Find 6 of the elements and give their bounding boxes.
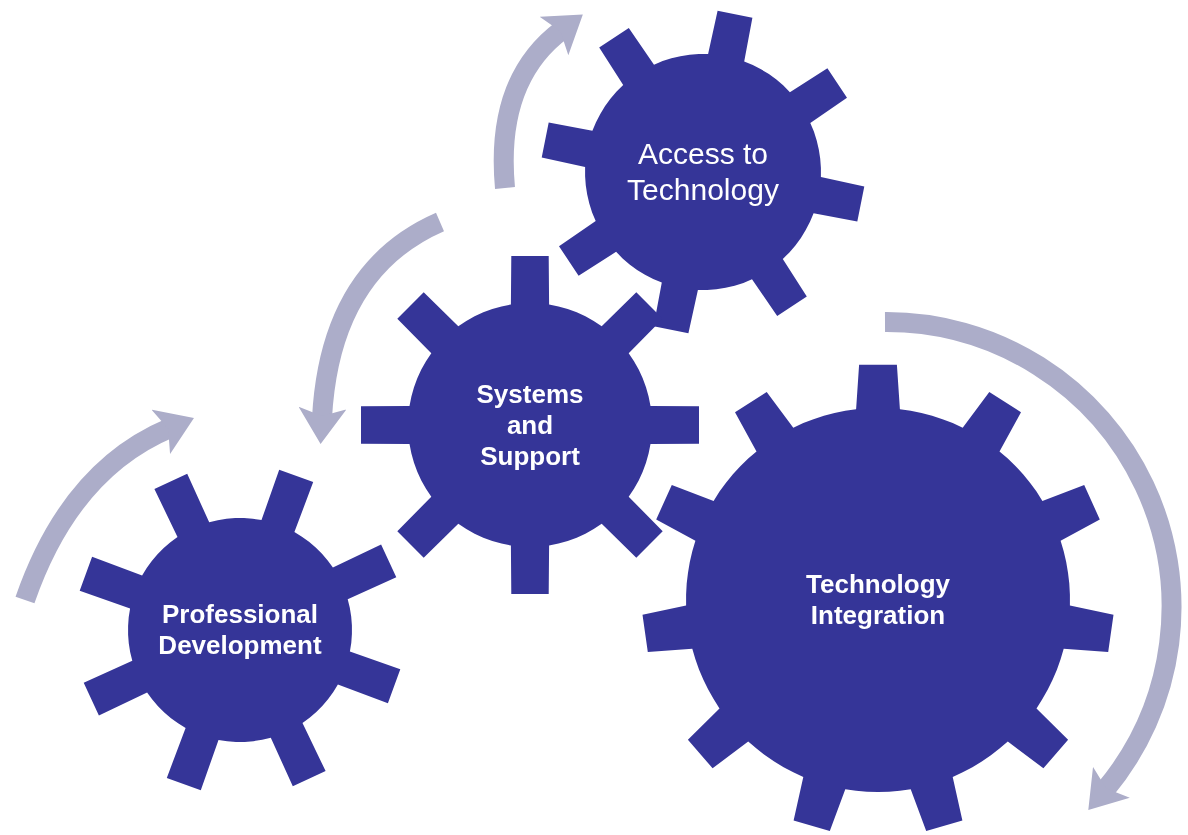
gear-label: Access to Technology <box>626 136 780 208</box>
gear-shape <box>360 255 700 595</box>
gear-label: Technology Integration <box>805 569 951 631</box>
gear-label: Professional Development <box>157 599 323 661</box>
gear-shape <box>541 10 865 334</box>
gear-label: Systems and Support <box>475 378 585 472</box>
